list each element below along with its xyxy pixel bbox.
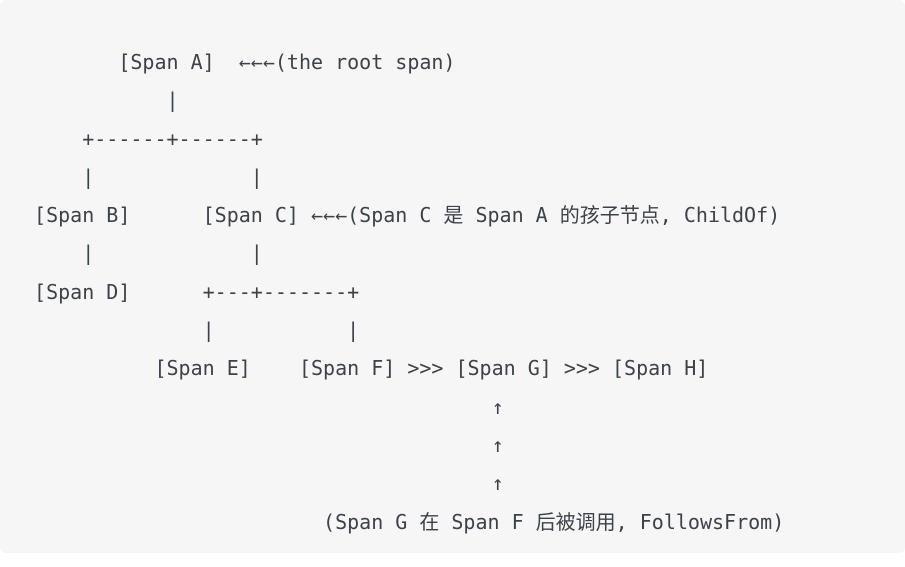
diagram-line-up-arrow: ↑ [22, 471, 504, 496]
diagram-line-connector: | | [22, 318, 360, 343]
diagram-line-followsfrom-note: (Span G 在 Span F 后被调用, FollowsFrom) [22, 509, 785, 534]
diagram-line-span-d-branch: [Span D] +---+-------+ [22, 279, 360, 304]
diagram-line-connector: | | [22, 164, 263, 189]
diagram-line-span-a: [Span A] ←←←(the root span) [22, 50, 456, 74]
diagram-line-span-e-f-g-h: [Span E] [Span F] >>> [Span G] >>> [Span… [22, 356, 709, 381]
diagram-line-span-b-c: [Span B] [Span C] ←←←(Span C 是 Span A 的孩… [22, 203, 781, 228]
diagram-line-connector: | [22, 88, 179, 113]
diagram-line-connector: | | [22, 241, 263, 266]
diagram-line-up-arrow: ↑ [22, 432, 504, 457]
ascii-span-diagram-code-block: [Span A] ←←←(the root span) | +------+--… [22, 50, 785, 534]
diagram-line-up-arrow: ↑ [22, 394, 504, 419]
diagram-line-branch-top: +------+------+ [22, 126, 263, 151]
